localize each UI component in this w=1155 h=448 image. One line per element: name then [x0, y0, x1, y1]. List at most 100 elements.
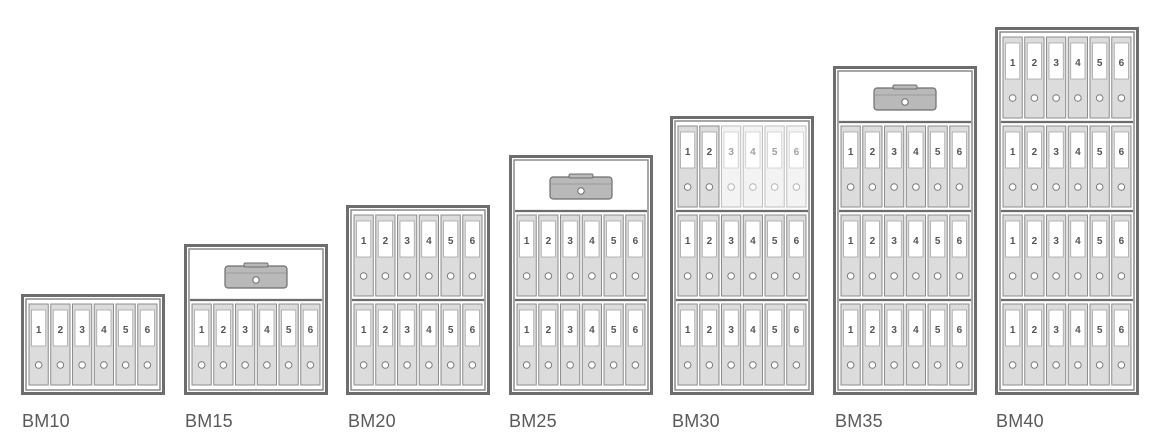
binder-label-slot: [843, 309, 859, 347]
binder-icon: 6: [786, 214, 807, 297]
binder-ring-hole-icon: [683, 272, 692, 280]
binder-label-slot: [31, 309, 47, 347]
binder-number: 6: [1119, 147, 1125, 158]
binder-icon: 6: [1111, 303, 1132, 386]
binder-label-slot: [1005, 309, 1021, 347]
binder-ring-hole-icon: [912, 183, 920, 191]
binder-label-slot: [951, 131, 967, 169]
binder-ring-hole-icon: [1008, 94, 1017, 102]
binder-ring-hole-icon: [1052, 272, 1060, 280]
binder-number: 4: [589, 236, 595, 247]
binder-icon: 2: [213, 303, 234, 386]
binder-number: 2: [1032, 147, 1038, 158]
binder-icon: 4: [742, 125, 763, 208]
binder-number: 1: [848, 236, 854, 247]
binder-label-slot: [767, 220, 783, 258]
binder-icon: 4: [1067, 214, 1088, 297]
binder-icon: 4: [742, 303, 763, 386]
binder-number: 1: [1010, 325, 1016, 336]
binder-icon: 3: [1046, 125, 1067, 208]
binder-label-slot: [562, 309, 578, 347]
binder-label-slot: [139, 309, 155, 347]
binder-icon: 2: [699, 303, 720, 386]
binder-number: 3: [1053, 58, 1059, 69]
binder-label-slot: [562, 220, 578, 258]
binder-number: 2: [870, 236, 876, 247]
binder-ring-hole-icon: [933, 361, 942, 369]
binder-icon: 1: [1002, 303, 1023, 386]
binder-ring-hole-icon: [446, 272, 455, 280]
binder-ring-hole-icon: [121, 361, 130, 369]
binder-number: 2: [546, 236, 552, 247]
cabinet-label-bm15: BM15: [185, 411, 233, 431]
binder-ring-hole-icon: [1008, 361, 1017, 369]
binder-ring-hole-icon: [1052, 361, 1060, 369]
binder-icon: 4: [581, 303, 602, 386]
binder-ring-hole-icon: [1074, 361, 1082, 369]
binder-number: 1: [685, 236, 691, 247]
binder-number: 4: [750, 236, 756, 247]
binder-number: 1: [361, 325, 367, 336]
cash-box-handle-icon: [243, 262, 269, 268]
binder-icon: 3: [1046, 214, 1067, 297]
cabinet-inner-frame: [25, 298, 161, 391]
binder-number: 6: [794, 236, 800, 247]
binder-icon: 5: [764, 125, 785, 208]
binder-ring-hole-icon: [846, 183, 855, 191]
binder-number: 5: [772, 325, 778, 336]
binder-label-slot: [627, 309, 643, 347]
cash-box-handle-icon: [568, 173, 594, 179]
binder-icon: 3: [1046, 36, 1067, 119]
binder-icon: 3: [560, 303, 581, 386]
binder-label-slot: [701, 220, 717, 258]
cabinet-inner-frame: [674, 120, 810, 391]
binder-label-slot: [788, 220, 804, 258]
binder-icon: 1: [1002, 214, 1023, 297]
cabinet-inner-frame: [188, 248, 324, 391]
binder-icon: 4: [1067, 303, 1088, 386]
binder-ring-hole-icon: [197, 361, 206, 369]
binder-number: 4: [1075, 58, 1081, 69]
binder-icon: 3: [1046, 303, 1067, 386]
binder-ring-hole-icon: [1030, 183, 1039, 191]
binder-label-slot: [930, 220, 946, 258]
binder-icon: 5: [440, 214, 461, 297]
binder-ring-hole-icon: [749, 272, 757, 280]
binder-label-slot: [1070, 309, 1086, 347]
binder-label-slot: [194, 309, 210, 347]
binder-label-slot: [302, 309, 318, 347]
binder-icon: 6: [786, 303, 807, 386]
binder-label-slot: [1026, 309, 1042, 347]
binder-icon: 4: [1067, 36, 1088, 119]
binder-number: 3: [1053, 325, 1059, 336]
binder-label-slot: [1005, 131, 1021, 169]
binder-ring-hole-icon: [792, 272, 801, 280]
binder-label-slot: [606, 220, 622, 258]
binder-icon: 2: [699, 125, 720, 208]
binder-label-slot: [1092, 309, 1108, 347]
binder-ring-hole-icon: [792, 183, 801, 191]
binder-number: 3: [404, 236, 410, 247]
binder-number: 2: [383, 325, 389, 336]
binder-icon: 4: [905, 125, 926, 208]
binder-ring-hole-icon: [933, 272, 942, 280]
binder-icon: 5: [115, 303, 136, 386]
binder-ring-hole-icon: [1052, 94, 1060, 102]
binder-label-slot: [606, 309, 622, 347]
binder-icon: 6: [949, 125, 970, 208]
binder-ring-hole-icon: [34, 361, 43, 369]
binder-ring-hole-icon: [890, 272, 898, 280]
binder-ring-hole-icon: [1030, 361, 1039, 369]
binder-ring-hole-icon: [219, 361, 228, 369]
binder-icon: 6: [1111, 214, 1132, 297]
binder-icon: 2: [1024, 125, 1045, 208]
binder-label-slot: [886, 309, 902, 347]
binder-ring-hole-icon: [1030, 272, 1039, 280]
binder-icon: 4: [905, 214, 926, 297]
binder-label-slot: [1113, 42, 1129, 80]
binder-icon: 5: [927, 125, 948, 208]
binder-number: 1: [848, 147, 854, 158]
binder-ring-hole-icon: [1095, 183, 1104, 191]
